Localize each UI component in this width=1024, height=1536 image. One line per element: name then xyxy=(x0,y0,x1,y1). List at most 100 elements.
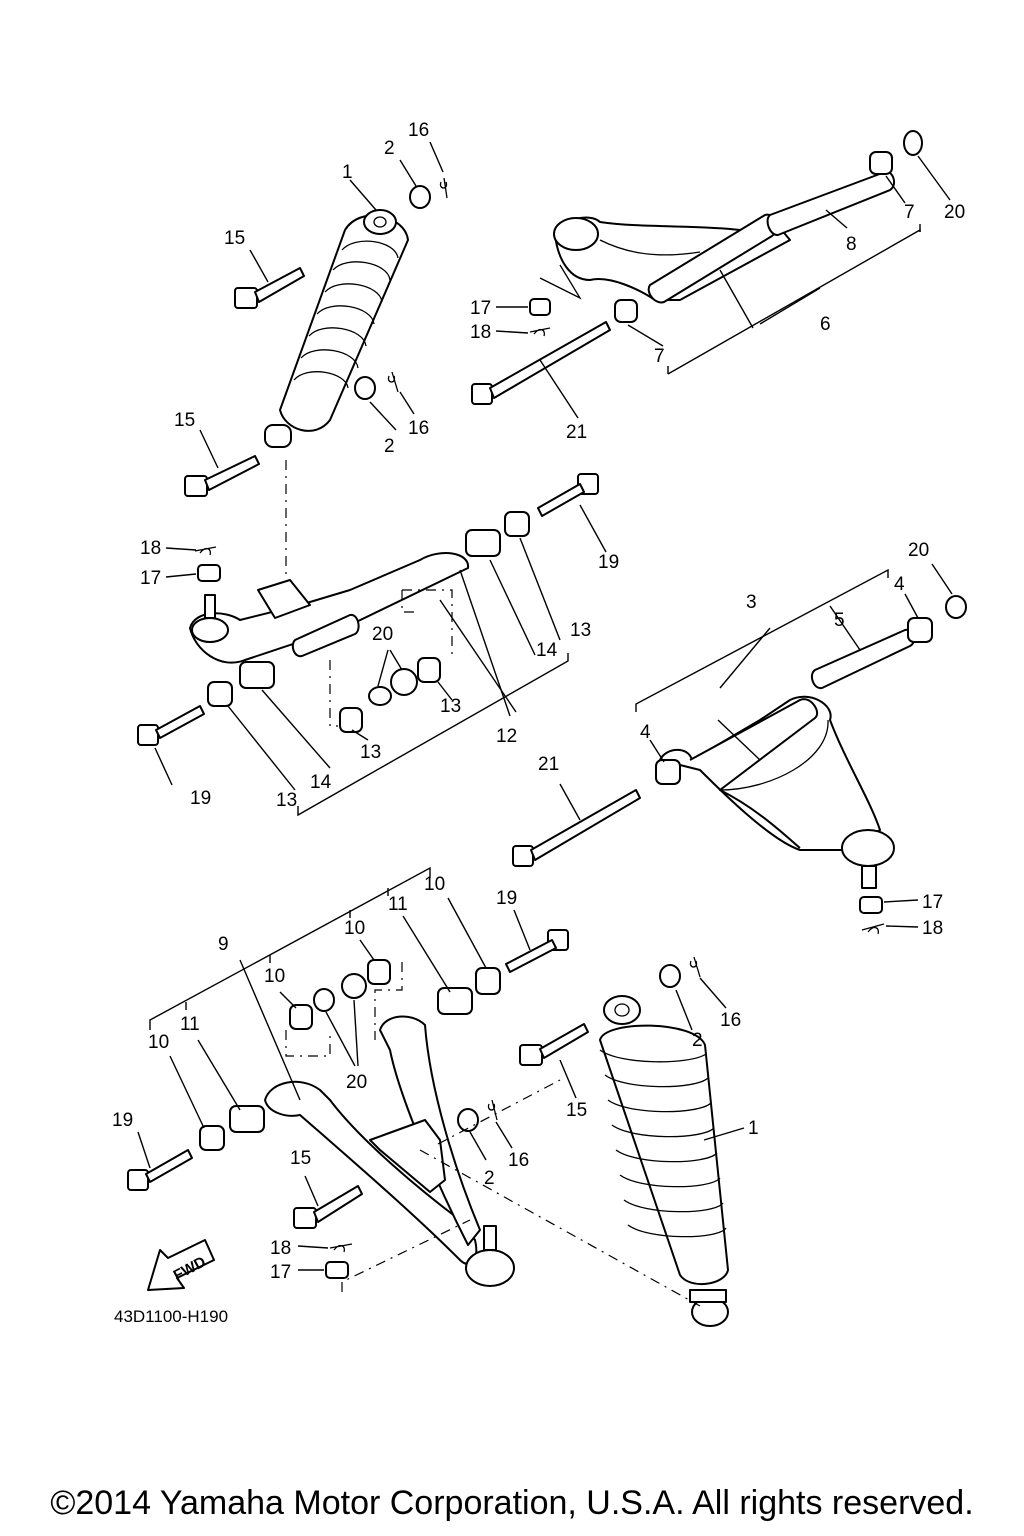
bolt-21-upper xyxy=(471,321,611,405)
copyright-notice: ©2014 Yamaha Motor Corporation, U.S.A. A… xyxy=(50,1484,974,1522)
callout-9: 9 xyxy=(218,934,229,955)
callout-18-upper: 18 xyxy=(470,322,491,343)
callout-19-lower-left: 19 xyxy=(112,1110,133,1131)
callout-15-lower: 15 xyxy=(174,410,195,431)
nut-17-upper xyxy=(529,298,551,316)
callout-4-left: 4 xyxy=(640,722,651,743)
callout-15-lower-right: 15 xyxy=(566,1100,587,1121)
callout-20-middle: 20 xyxy=(372,624,393,645)
callout-20-top: 20 xyxy=(944,202,965,223)
bushing-10-left xyxy=(199,1125,225,1151)
callout-10-left: 10 xyxy=(148,1032,169,1053)
callout-2-upper: 2 xyxy=(384,138,395,159)
collar-2-lower xyxy=(354,376,376,400)
bushing-13-left xyxy=(207,681,233,707)
cotter-pin-16-upper xyxy=(439,177,448,199)
cotter-pin-18-right xyxy=(861,923,885,935)
callout-18-middle: 18 xyxy=(140,538,161,559)
callout-13-center: 13 xyxy=(440,696,461,717)
bushing-4-left xyxy=(655,759,681,785)
callout-12: 12 xyxy=(496,726,517,747)
nut-20-middle xyxy=(390,668,418,696)
bolt-19-left xyxy=(137,705,205,746)
callout-17-right: 17 xyxy=(922,892,943,913)
collar-14-right xyxy=(465,529,501,557)
callout-8: 8 xyxy=(846,234,857,255)
callout-11-right: 11 xyxy=(388,894,408,915)
collar-11-left xyxy=(229,1105,265,1133)
callout-numbers: 1 2 16 15 15 2 16 17 18 21 7 7 8 20 6 18… xyxy=(112,120,965,1283)
fwd-arrow-icon: FWD xyxy=(147,1239,215,1291)
callout-19-left: 19 xyxy=(190,788,211,809)
collar-14-left xyxy=(239,661,275,689)
washer-20-top xyxy=(903,130,923,156)
callout-18-bottom: 18 xyxy=(270,1238,291,1259)
callout-21-upper: 21 xyxy=(566,422,587,443)
bushing-10-right xyxy=(475,967,501,995)
bushing-7-left xyxy=(614,299,638,323)
callout-2-bottom-right: 2 xyxy=(692,1030,703,1051)
callout-10-center: 10 xyxy=(264,966,285,987)
bolt-19-right xyxy=(537,473,599,517)
callout-17-upper: 17 xyxy=(470,298,491,319)
shock-absorber-lower-right xyxy=(599,995,729,1327)
callout-21-lower: 21 xyxy=(538,754,559,775)
callout-13-left: 13 xyxy=(276,790,297,811)
callout-16-bottom-left: 16 xyxy=(508,1150,529,1171)
collar-11-right xyxy=(437,987,473,1015)
callout-14-left: 14 xyxy=(310,772,332,793)
callout-3: 3 xyxy=(746,592,757,613)
callout-4-right: 4 xyxy=(894,574,905,595)
bushing-10-upper xyxy=(367,959,391,985)
collar-2-bottom-right xyxy=(659,964,681,988)
nut-20-lower xyxy=(341,973,367,999)
upper-arm-lower-left xyxy=(264,1015,515,1287)
callout-13-right: 13 xyxy=(570,620,591,641)
callout-5: 5 xyxy=(834,610,845,631)
callout-13-lower: 13 xyxy=(360,742,381,763)
cotter-pin-18-bottom xyxy=(329,1243,353,1253)
callout-11-left: 11 xyxy=(180,1014,200,1035)
callout-16-lower: 16 xyxy=(408,418,429,439)
callout-17-middle: 17 xyxy=(140,568,161,589)
leader-lines xyxy=(137,141,953,1307)
indicator-line-upper xyxy=(539,264,582,300)
callout-2-lower: 2 xyxy=(384,436,395,457)
callout-1-lower: 1 xyxy=(748,1118,759,1139)
callout-19-lower-right: 19 xyxy=(496,888,517,909)
bushing-10-center xyxy=(289,1004,313,1030)
bushing-4-right xyxy=(907,617,933,643)
callout-6: 6 xyxy=(820,314,831,335)
bushing-13-lower xyxy=(339,707,363,733)
callout-14-right: 14 xyxy=(536,640,558,661)
washer-20-middle xyxy=(368,686,392,706)
cotter-pin-16-bottom-right xyxy=(689,956,701,978)
callout-18-right: 18 xyxy=(922,918,943,939)
bolt-19-lower-left xyxy=(127,1149,193,1191)
washer-20-lower xyxy=(313,988,335,1012)
cotter-pin-16-bottom-left xyxy=(487,1099,498,1121)
bolt-15-upper xyxy=(234,267,305,309)
callout-10-top: 10 xyxy=(424,874,445,895)
callout-7-right: 7 xyxy=(904,202,915,223)
callout-15-lower-left: 15 xyxy=(290,1148,311,1169)
callout-2-bottom-left: 2 xyxy=(484,1168,495,1189)
bushing-7-right xyxy=(869,151,893,175)
callout-15-upper: 15 xyxy=(224,228,245,249)
callout-10-upper: 10 xyxy=(344,918,365,939)
diagram-code: 43D1100-H190 xyxy=(114,1307,228,1326)
cotter-pin-18-middle xyxy=(194,546,217,556)
callout-19-right: 19 xyxy=(598,552,619,573)
upper-arm-upper-right xyxy=(553,170,896,304)
callout-20-right: 20 xyxy=(908,540,929,561)
bushing-13-right xyxy=(504,511,530,537)
collar-2-upper xyxy=(409,185,431,209)
nut-17-right xyxy=(859,896,883,914)
cotter-pin-16-lower xyxy=(387,371,399,393)
bolt-19-lower-right xyxy=(505,929,569,973)
nut-17-middle xyxy=(197,564,221,582)
callout-16-bottom-right: 16 xyxy=(720,1010,741,1031)
collar-2-bottom-left xyxy=(457,1108,479,1132)
callout-16-upper: 16 xyxy=(408,120,429,141)
